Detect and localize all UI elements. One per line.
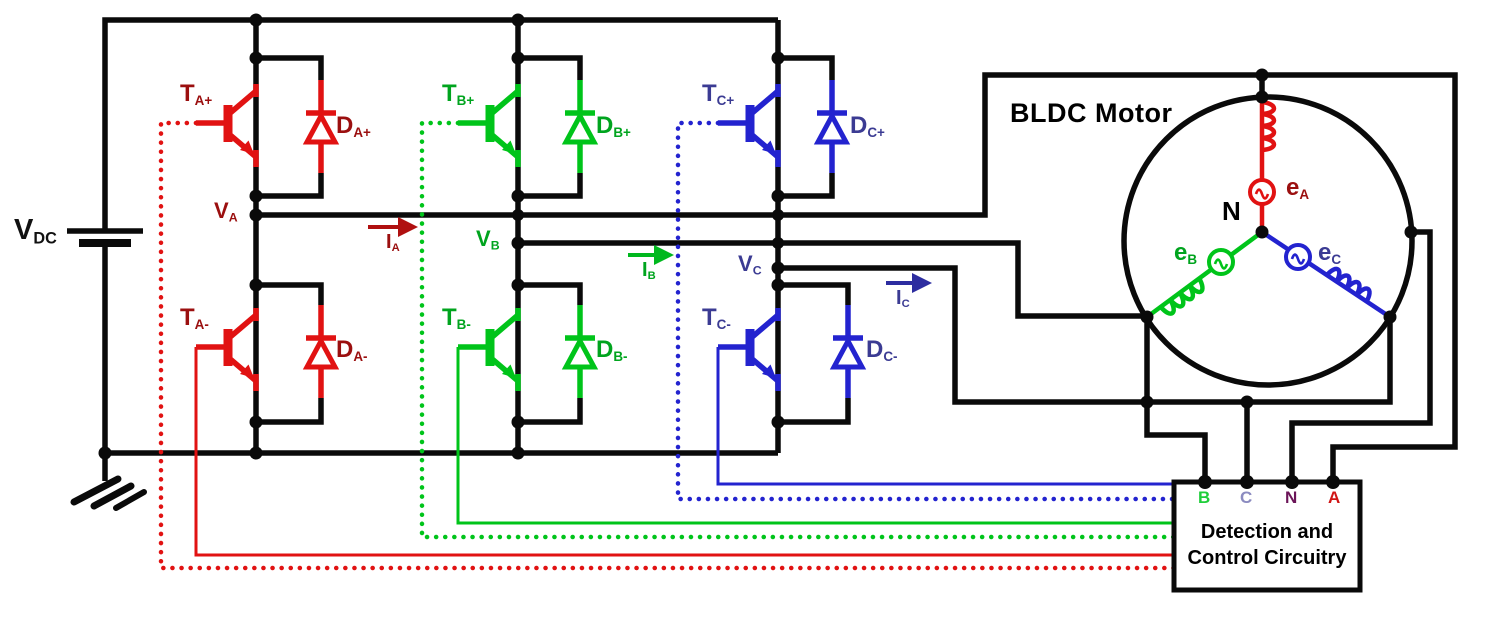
control-box-title: Detection and Control Circuitry bbox=[1178, 519, 1356, 571]
ta-minus-label: TA- bbox=[180, 304, 209, 332]
ground-icon bbox=[70, 475, 147, 511]
control-box bbox=[1171, 479, 1363, 593]
vb-label: VB bbox=[476, 226, 500, 253]
ea-label: eA bbox=[1286, 174, 1310, 202]
db-minus-label: DB- bbox=[596, 336, 628, 364]
terminal-a-label: A bbox=[1328, 488, 1341, 507]
vdc-label: VDC bbox=[14, 214, 57, 248]
winding-ec bbox=[1260, 230, 1392, 319]
va-label: VA bbox=[214, 198, 238, 225]
ec-label: eC bbox=[1318, 239, 1342, 267]
bldc-motor-title: BLDC Motor bbox=[1010, 98, 1173, 128]
ia-label: IA bbox=[386, 231, 400, 255]
diode-da-plus bbox=[306, 80, 336, 173]
dc-minus-label: DC- bbox=[866, 336, 898, 364]
terminal-c-label: C bbox=[1240, 488, 1253, 507]
eb-label: eB bbox=[1174, 239, 1198, 267]
current-arrows bbox=[368, 217, 932, 293]
diode-db-plus bbox=[565, 80, 595, 173]
ta-plus-label: TA+ bbox=[180, 80, 213, 108]
terminal-b-label: B bbox=[1198, 488, 1211, 507]
diode-db-minus bbox=[565, 305, 595, 398]
ic-label: IC bbox=[896, 287, 910, 311]
junction-dots bbox=[98, 13, 1418, 489]
tc-minus-label: TC- bbox=[702, 304, 731, 332]
da-plus-label: DA+ bbox=[336, 112, 371, 140]
ib-label: IB bbox=[642, 259, 656, 283]
terminal-n-label: N bbox=[1285, 488, 1298, 507]
tc-plus-label: TC+ bbox=[702, 80, 735, 108]
phase-routes bbox=[256, 72, 1458, 482]
diode-da-minus bbox=[306, 305, 336, 398]
dc-source-battery-symbol bbox=[67, 228, 143, 247]
bldc-motor bbox=[1121, 94, 1415, 388]
control-box-title-line2: Control Circuitry bbox=[1187, 547, 1347, 569]
db-plus-label: DB+ bbox=[596, 112, 631, 140]
neutral-label: N bbox=[1222, 196, 1241, 226]
diode-dc-plus bbox=[817, 80, 847, 173]
winding-ea bbox=[1248, 97, 1274, 232]
diode-dc-minus bbox=[833, 305, 863, 398]
da-minus-label: DA- bbox=[336, 336, 368, 364]
inverter-leg-black-wiring bbox=[253, 20, 851, 453]
winding-eb bbox=[1145, 230, 1264, 319]
tb-plus-label: TB+ bbox=[442, 80, 475, 108]
control-box-title-line1: Detection and bbox=[1200, 521, 1334, 543]
gate-signal-lines bbox=[158, 120, 1177, 571]
dc-plus-label: DC+ bbox=[850, 112, 885, 140]
tb-minus-label: TB- bbox=[442, 304, 471, 332]
vc-label: VC bbox=[738, 251, 762, 278]
